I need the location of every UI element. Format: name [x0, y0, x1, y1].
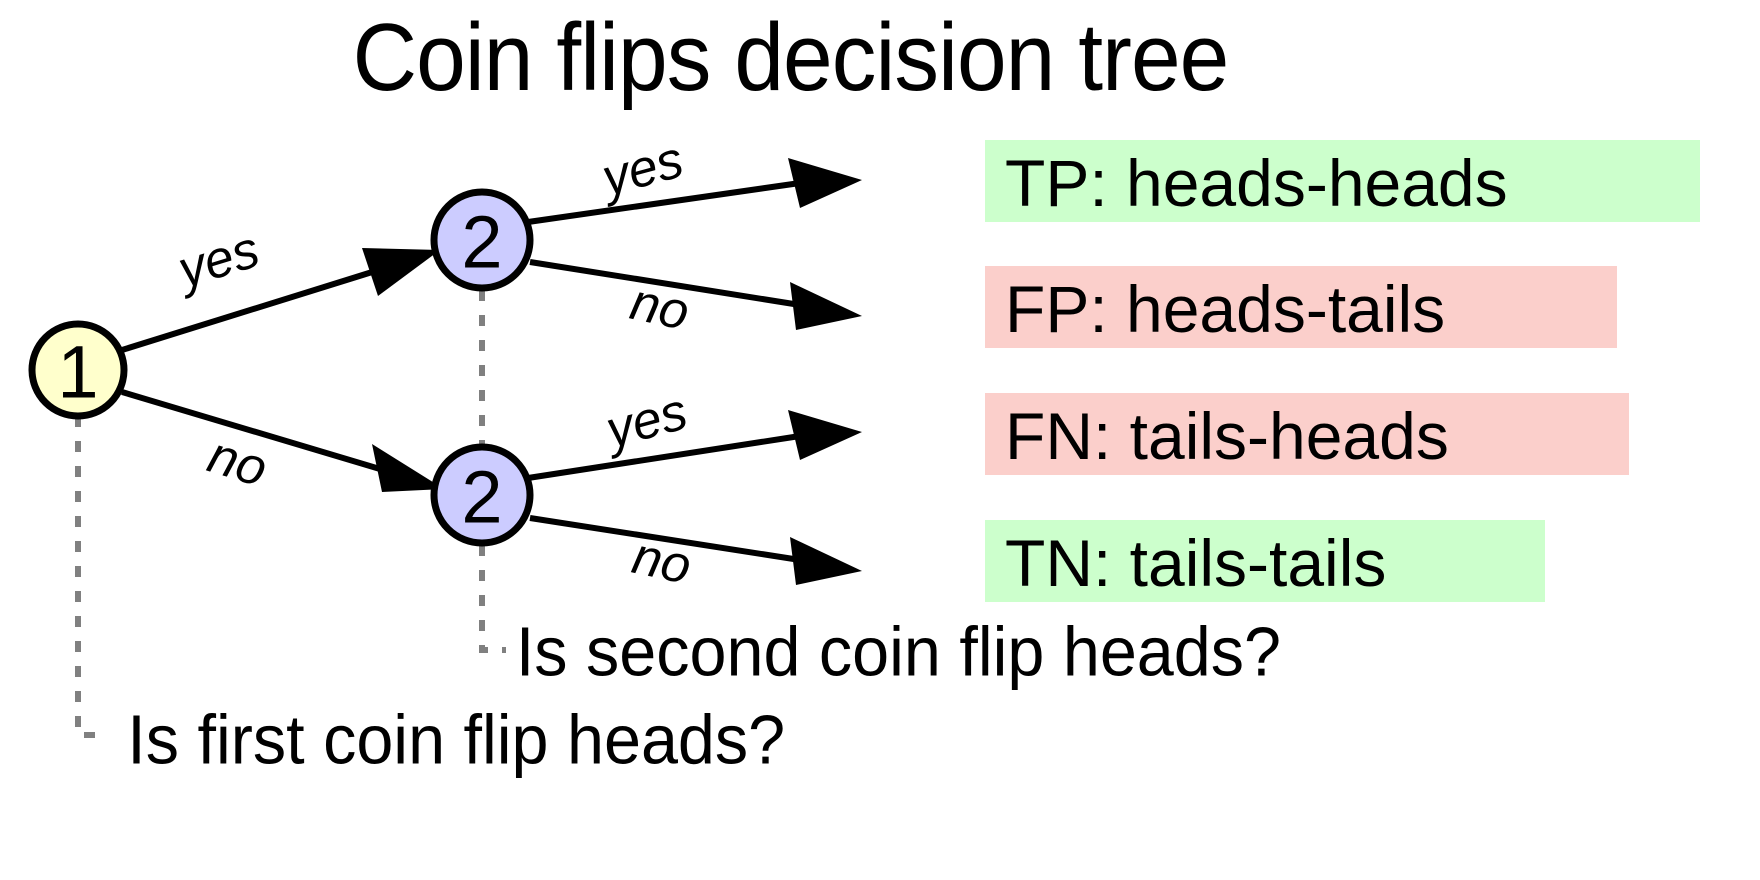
edge-label-lower-yes: yes: [597, 383, 693, 461]
result-box-fp: [985, 266, 1617, 348]
result-label-tp: TP: heads-heads: [1005, 146, 1508, 220]
edge-root-yes-line: [121, 265, 386, 353]
node-lower-label: 2: [461, 456, 502, 539]
result-label-tn: TN: tails-tails: [1005, 526, 1386, 600]
result-box-fn: [985, 393, 1629, 475]
edge-upper-no-line: [529, 259, 801, 308]
edge-label-lower-no: no: [628, 527, 697, 596]
annotation-second-flip: Is second coin flip heads?: [516, 613, 1281, 691]
node-lower-circle[interactable]: [430, 443, 534, 547]
node-upper-circle[interactable]: [430, 188, 534, 292]
result-box-tp: [985, 140, 1700, 222]
edge-lower-yes-line: [527, 433, 801, 481]
edge-root-yes-arrow: [362, 248, 440, 296]
edge-upper-yes-arrow: [788, 158, 862, 208]
node-root-circle[interactable]: [28, 320, 128, 420]
leader-line-second-flip: [479, 545, 506, 653]
node-upper-label: 2: [461, 201, 502, 284]
edge-upper-no-arrow: [790, 282, 862, 330]
edge-label-root-yes: yes: [169, 220, 266, 300]
leader-line-first-flip: [75, 416, 104, 738]
edge-label-upper-yes: yes: [593, 131, 689, 209]
edge-lower-no-arrow: [790, 537, 862, 585]
result-label-fp: FP: heads-tails: [1005, 272, 1445, 346]
annotation-first-flip: Is first coin flip heads?: [127, 701, 785, 779]
page-title: Coin flips decision tree: [353, 3, 1229, 111]
edge-root-no-arrow: [372, 444, 444, 492]
result-label-fn: FN: tails-heads: [1005, 399, 1449, 473]
edge-lower-yes-arrow: [788, 410, 862, 460]
edge-lower-no-line: [529, 515, 801, 563]
result-box-tn: [985, 520, 1545, 602]
edge-root-no-line: [121, 389, 391, 475]
edge-label-upper-no: no: [626, 273, 695, 342]
edge-upper-yes-line: [527, 180, 801, 225]
node-root-label: 1: [57, 331, 98, 414]
